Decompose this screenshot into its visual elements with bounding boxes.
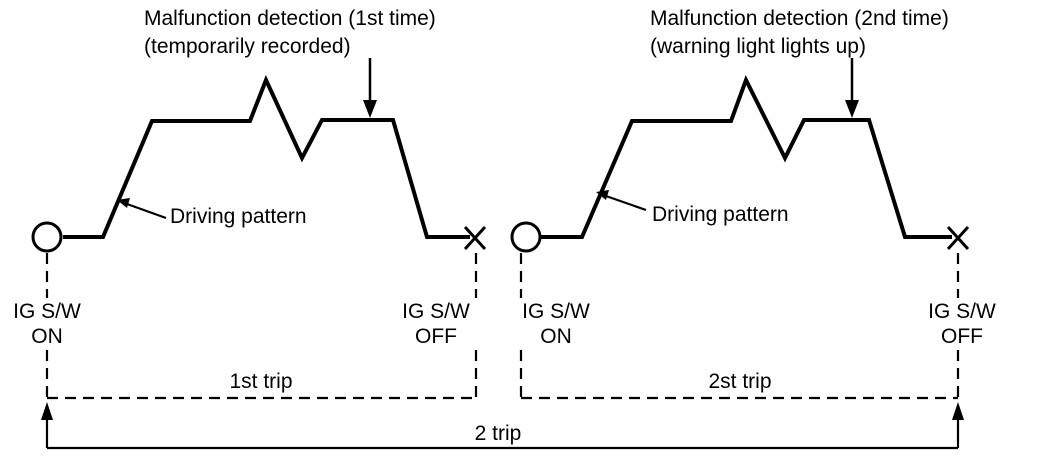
trip1-ig-off-cross-icon [463, 225, 487, 251]
trip2-ig-on-circle-icon [510, 221, 542, 253]
total-span-group: 2 trip [41, 402, 964, 450]
trip2-driving-pattern-label: Driving pattern [652, 203, 789, 226]
trip2-ig-on-label: IG S/W [522, 300, 590, 323]
trip1-ig-on-label: IG S/W [13, 300, 81, 323]
trip2-detection-label: Malfunction detection (2nd time) [650, 7, 949, 30]
trip1-ig-off-state: OFF [415, 325, 457, 348]
trip2-ig-off-cross-icon [946, 225, 970, 251]
trip2-pattern-pointer-head-icon [596, 190, 609, 200]
trip2-ig-on-state: ON [540, 325, 572, 348]
trip1-ig-off-label: IG S/W [402, 300, 470, 323]
trip1-ig-on-circle-icon [31, 221, 63, 253]
total-right-arrow-head-icon [952, 402, 964, 420]
total-left-arrow-head-icon [41, 402, 53, 420]
trip2-detection-arrow-head-icon [845, 100, 859, 118]
trip1-detection-sublabel: (temporarily recorded) [144, 35, 351, 58]
trip1-ig-on-state: ON [31, 325, 63, 348]
trip1-trip-label: 1st trip [229, 370, 292, 393]
trip1-driving-pattern-line [63, 74, 470, 239]
trip1-group: Malfunction detection (1st time) (tempor… [13, 7, 487, 400]
trip1-pattern-pointer-head-icon [117, 198, 130, 208]
trip1-detection-arrow-head-icon [363, 100, 377, 118]
trip2-pattern-pointer-line [605, 194, 647, 212]
trip2-ig-off-label: IG S/W [928, 300, 996, 323]
trip2-ig-off-state: OFF [941, 325, 983, 348]
trip2-trip-label: 2st trip [708, 370, 771, 393]
trip1-detection-label: Malfunction detection (1st time) [144, 7, 436, 30]
trip2-group: Malfunction detection (2nd time) (warnin… [510, 7, 996, 400]
trip1-driving-pattern-label: Driving pattern [170, 205, 307, 228]
total-trip-label: 2 trip [475, 422, 522, 445]
trip2-detection-sublabel: (warning light lights up) [650, 35, 866, 58]
trip2-driving-pattern-line [541, 74, 952, 239]
trip1-pattern-pointer-line [126, 202, 167, 220]
